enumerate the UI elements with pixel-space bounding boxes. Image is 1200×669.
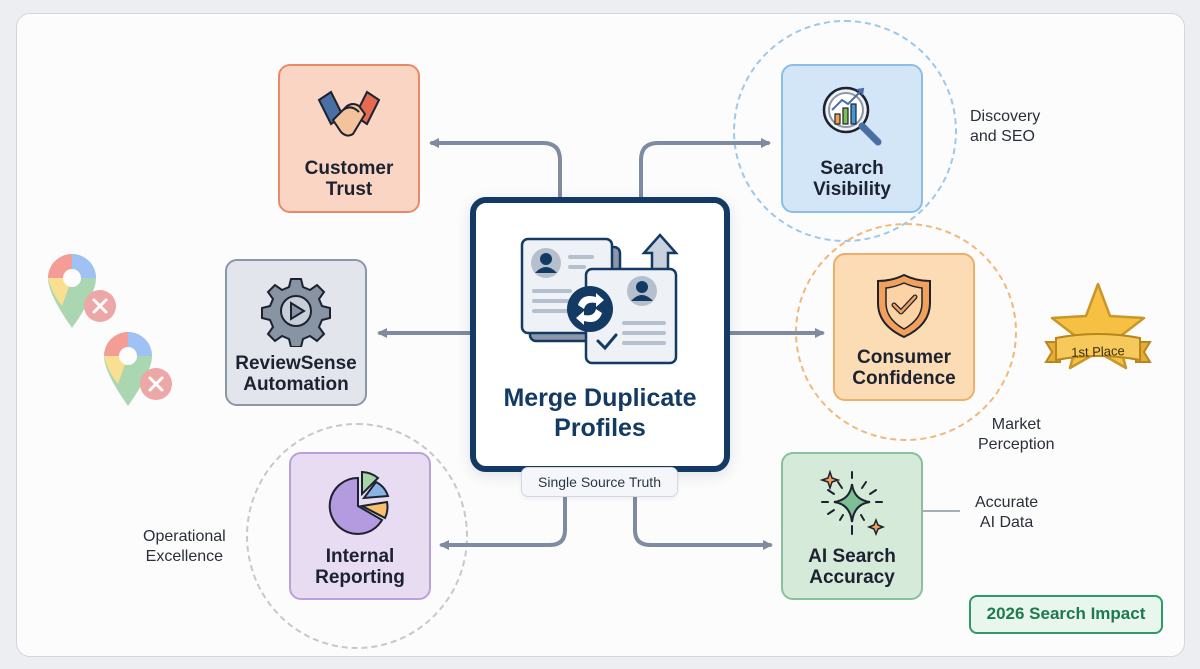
- connector-search-visibility: [639, 138, 771, 199]
- node-label: ReviewSense Automation: [235, 353, 357, 395]
- node-label: AI Search Accuracy: [808, 546, 896, 588]
- map-pin-error-icon: [48, 254, 116, 328]
- center-title: Merge Duplicate Profiles: [503, 384, 697, 442]
- search-impact-badge: 2026 Search Impact: [969, 595, 1163, 634]
- annotation-accurate-ai-data: Accurate AI Data: [975, 494, 1039, 531]
- connector-customer-trust: [429, 138, 562, 199]
- gear-play-icon: [261, 278, 331, 347]
- node-search-visibility[interactable]: Search Visibility: [781, 64, 923, 213]
- internal-reporting-halo: [246, 423, 468, 649]
- map-pin-error-icon: [104, 332, 172, 406]
- merge-profiles-icon: [520, 233, 679, 365]
- node-label: Customer Trust: [304, 158, 394, 200]
- magnifier-chart-icon: [822, 86, 882, 146]
- connector-internal-reporting: [439, 495, 567, 550]
- annotation-market-perception: Market Perception: [978, 416, 1055, 453]
- node-label: Consumer Confidence: [852, 347, 956, 389]
- award-1st-place: 1st Place: [1042, 280, 1154, 380]
- handshake-icon: [317, 90, 381, 137]
- connector-ai-search: [633, 495, 773, 550]
- single-source-truth-pill: Single Source Truth: [521, 467, 678, 497]
- node-ai-search-accuracy[interactable]: AI Search Accuracy: [781, 452, 923, 600]
- node-label: Internal Reporting: [315, 546, 405, 588]
- star-award-icon: [1044, 282, 1152, 370]
- node-reviewsense-automation[interactable]: ReviewSense Automation: [225, 259, 367, 406]
- node-label: Search Visibility: [813, 158, 891, 200]
- center-node-merge-duplicate-profiles[interactable]: Merge Duplicate Profiles: [470, 197, 730, 472]
- shield-check-icon: [877, 273, 931, 339]
- node-internal-reporting[interactable]: Internal Reporting: [289, 452, 431, 600]
- annotation-operational-excellence: Operational Excellence: [143, 528, 226, 565]
- pie-chart-icon: [328, 470, 390, 535]
- node-consumer-confidence[interactable]: Consumer Confidence: [833, 253, 975, 401]
- node-customer-trust[interactable]: Customer Trust: [278, 64, 420, 213]
- annotation-discovery-seo: Discovery and SEO: [970, 108, 1041, 145]
- sparkle-icon: [819, 469, 886, 537]
